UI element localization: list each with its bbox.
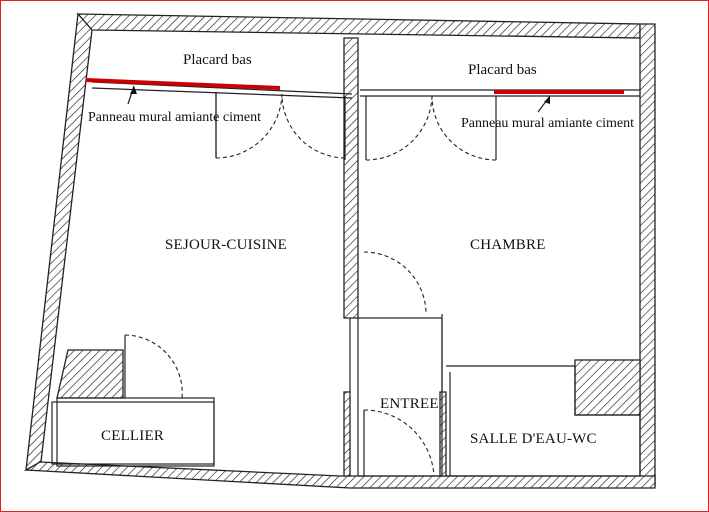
wall-top xyxy=(76,13,641,39)
room-cellier-label: CELLIER xyxy=(101,428,164,444)
wall-block-bottom-right xyxy=(574,359,641,416)
amiante-left-label: Panneau mural amiante ciment xyxy=(88,110,261,125)
door-swing-entree xyxy=(363,409,435,477)
wall-entree-right xyxy=(439,391,447,477)
arrow-left-head xyxy=(130,86,137,94)
amiante-right-label: Panneau mural amiante ciment xyxy=(461,116,634,131)
wall-bottom xyxy=(23,461,656,489)
door-swings xyxy=(124,93,497,477)
door-swing-placard-left-1 xyxy=(215,93,283,159)
interior-lines xyxy=(51,81,641,477)
annotation-arrows xyxy=(127,85,551,113)
wall-entree-left xyxy=(343,391,351,477)
amiante-panel-left xyxy=(85,78,281,90)
room-entree-label: ENTREE xyxy=(380,396,439,412)
placard-right-label: Placard bas xyxy=(468,62,537,78)
door-swing-cellier xyxy=(124,334,183,399)
arrow-right-head xyxy=(544,96,550,104)
placard-left-label: Placard bas xyxy=(183,52,252,68)
door-swing-placard-right-2 xyxy=(431,95,497,161)
outer-walls xyxy=(23,12,656,489)
room-chambre-label: CHAMBRE xyxy=(470,237,546,253)
door-swing-placard-right-1 xyxy=(365,95,433,161)
door-swing-chambre xyxy=(363,251,427,315)
wall-block-bottom-left xyxy=(56,349,124,399)
room-salle-eau-label: SALLE D'EAU-WC xyxy=(470,431,597,447)
wall-right xyxy=(639,23,656,486)
room-sejour-label: SEJOUR-CUISINE xyxy=(165,237,287,253)
wall-central xyxy=(343,37,359,319)
door-swing-placard-left-2 xyxy=(281,93,346,159)
